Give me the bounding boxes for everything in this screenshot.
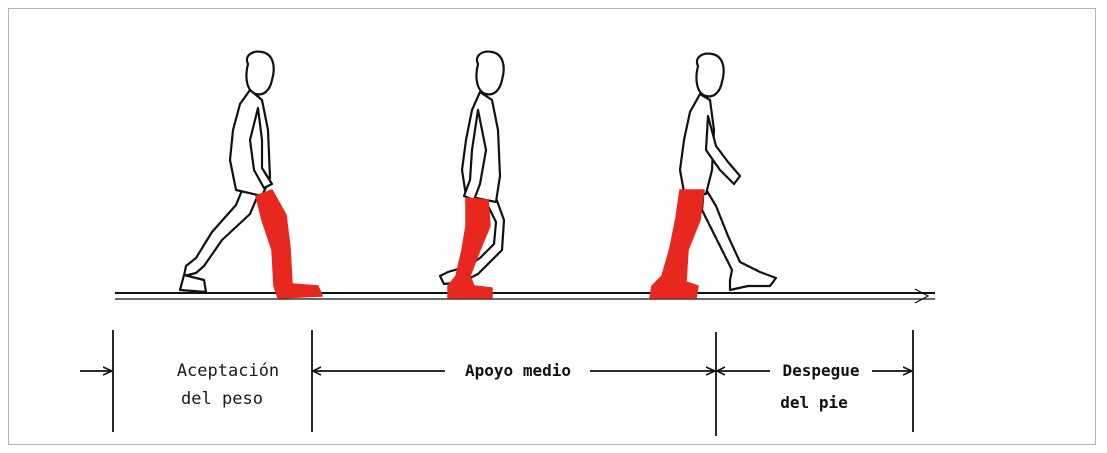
pushoff-label-line2: del pie — [780, 393, 847, 412]
leg-highlight — [448, 198, 492, 298]
pushoff-label-line1: Despegue — [782, 361, 859, 380]
walker-figure-midstance — [440, 52, 504, 298]
acceptance-label-line2: del peso — [181, 389, 263, 409]
leg-highlight — [650, 190, 704, 298]
leg-highlight — [256, 190, 322, 298]
acceptance-label-line1: Aceptación — [177, 361, 279, 381]
walker-figure-pushoff — [650, 54, 776, 298]
ground-line — [115, 289, 935, 303]
phase-boundaries — [113, 330, 913, 436]
midstance-label: Apoyo medio — [465, 361, 571, 380]
walker-figure-acceptance — [180, 52, 322, 298]
